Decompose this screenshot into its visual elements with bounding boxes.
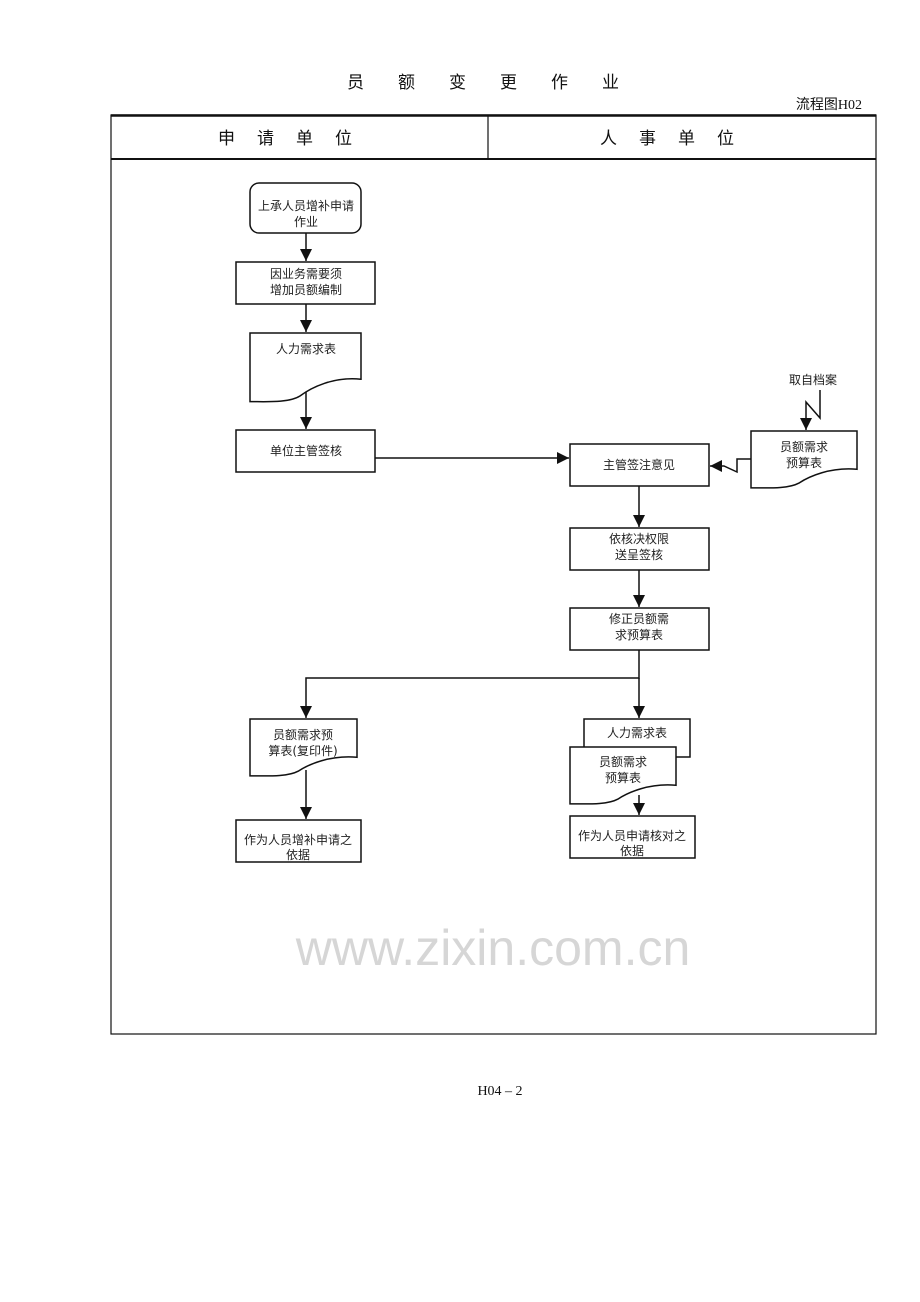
- document-title: 员额变更作业: [347, 73, 653, 93]
- node-basis-check: 作为人员申请核对之 依据: [569, 815, 696, 859]
- node-text: 上承人员增补申请: [258, 199, 354, 213]
- node-text: 员额需求: [599, 755, 647, 769]
- node-text: 主管签注意见: [603, 457, 675, 472]
- node-start: 上承人员增补申请 作业: [249, 182, 362, 234]
- node-text: 因业务需要须: [270, 266, 342, 281]
- node-supervisor-note: 主管签注意见: [569, 443, 710, 487]
- node-unit-approve: 单位主管签核: [235, 429, 376, 473]
- node-text: 人力需求表: [607, 726, 667, 740]
- node-text: 送呈签核: [615, 547, 663, 562]
- chart-number: 流程图H02: [796, 97, 862, 113]
- connectors: [300, 233, 821, 819]
- node-text: 预算表: [605, 770, 641, 785]
- node-basis-apply: 作为人员增补申请之 依据: [235, 819, 362, 863]
- node-need: 因业务需要须 增加员额编制: [235, 261, 376, 305]
- lane-header-hr: 人事单位: [600, 129, 756, 149]
- diagram-frame: [110, 114, 877, 1035]
- node-text: 预算表: [786, 455, 822, 470]
- node-text: 依据: [286, 847, 310, 862]
- arrow-archive-to-budget: [800, 390, 821, 430]
- node-budget-form-2: 员额需求 预算表: [569, 746, 677, 805]
- node-text: 人力需求表: [276, 342, 336, 356]
- node-text: 增加员额编制: [270, 282, 342, 297]
- node-text: 员额需求预: [273, 728, 333, 742]
- node-text: 求预算表: [615, 627, 663, 642]
- node-budget-form: 员额需求 预算表: [750, 430, 858, 489]
- node-submit: 依核决权限 送呈签核: [569, 527, 710, 571]
- node-text: 单位主管签核: [270, 443, 342, 458]
- watermark: www.zixin.com.cn: [295, 920, 691, 976]
- node-text: 依核决权限: [609, 531, 669, 546]
- page-footer: H04 – 2: [477, 1084, 522, 1099]
- node-hr-form: 人力需求表: [249, 332, 362, 403]
- arrow-budget-to-supervisor: [710, 458, 751, 474]
- node-text: 算表(复印件): [268, 743, 337, 758]
- node-copy-form: 员额需求预 算表(复印件): [249, 718, 358, 777]
- arrow-revise-to-copy: [300, 650, 640, 718]
- lane-header-applicant: 申请单位: [218, 129, 374, 149]
- node-revise: 修正员额需 求预算表: [569, 607, 710, 651]
- node-text: 作业: [294, 215, 318, 229]
- node-text: 作为人员申请核对之: [578, 829, 686, 843]
- archive-label: 取自档案: [789, 372, 837, 387]
- node-text: 作为人员增补申请之: [244, 833, 352, 847]
- node-text: 依据: [620, 843, 644, 858]
- node-text: 修正员额需: [609, 611, 669, 626]
- node-text: 员额需求: [780, 440, 828, 454]
